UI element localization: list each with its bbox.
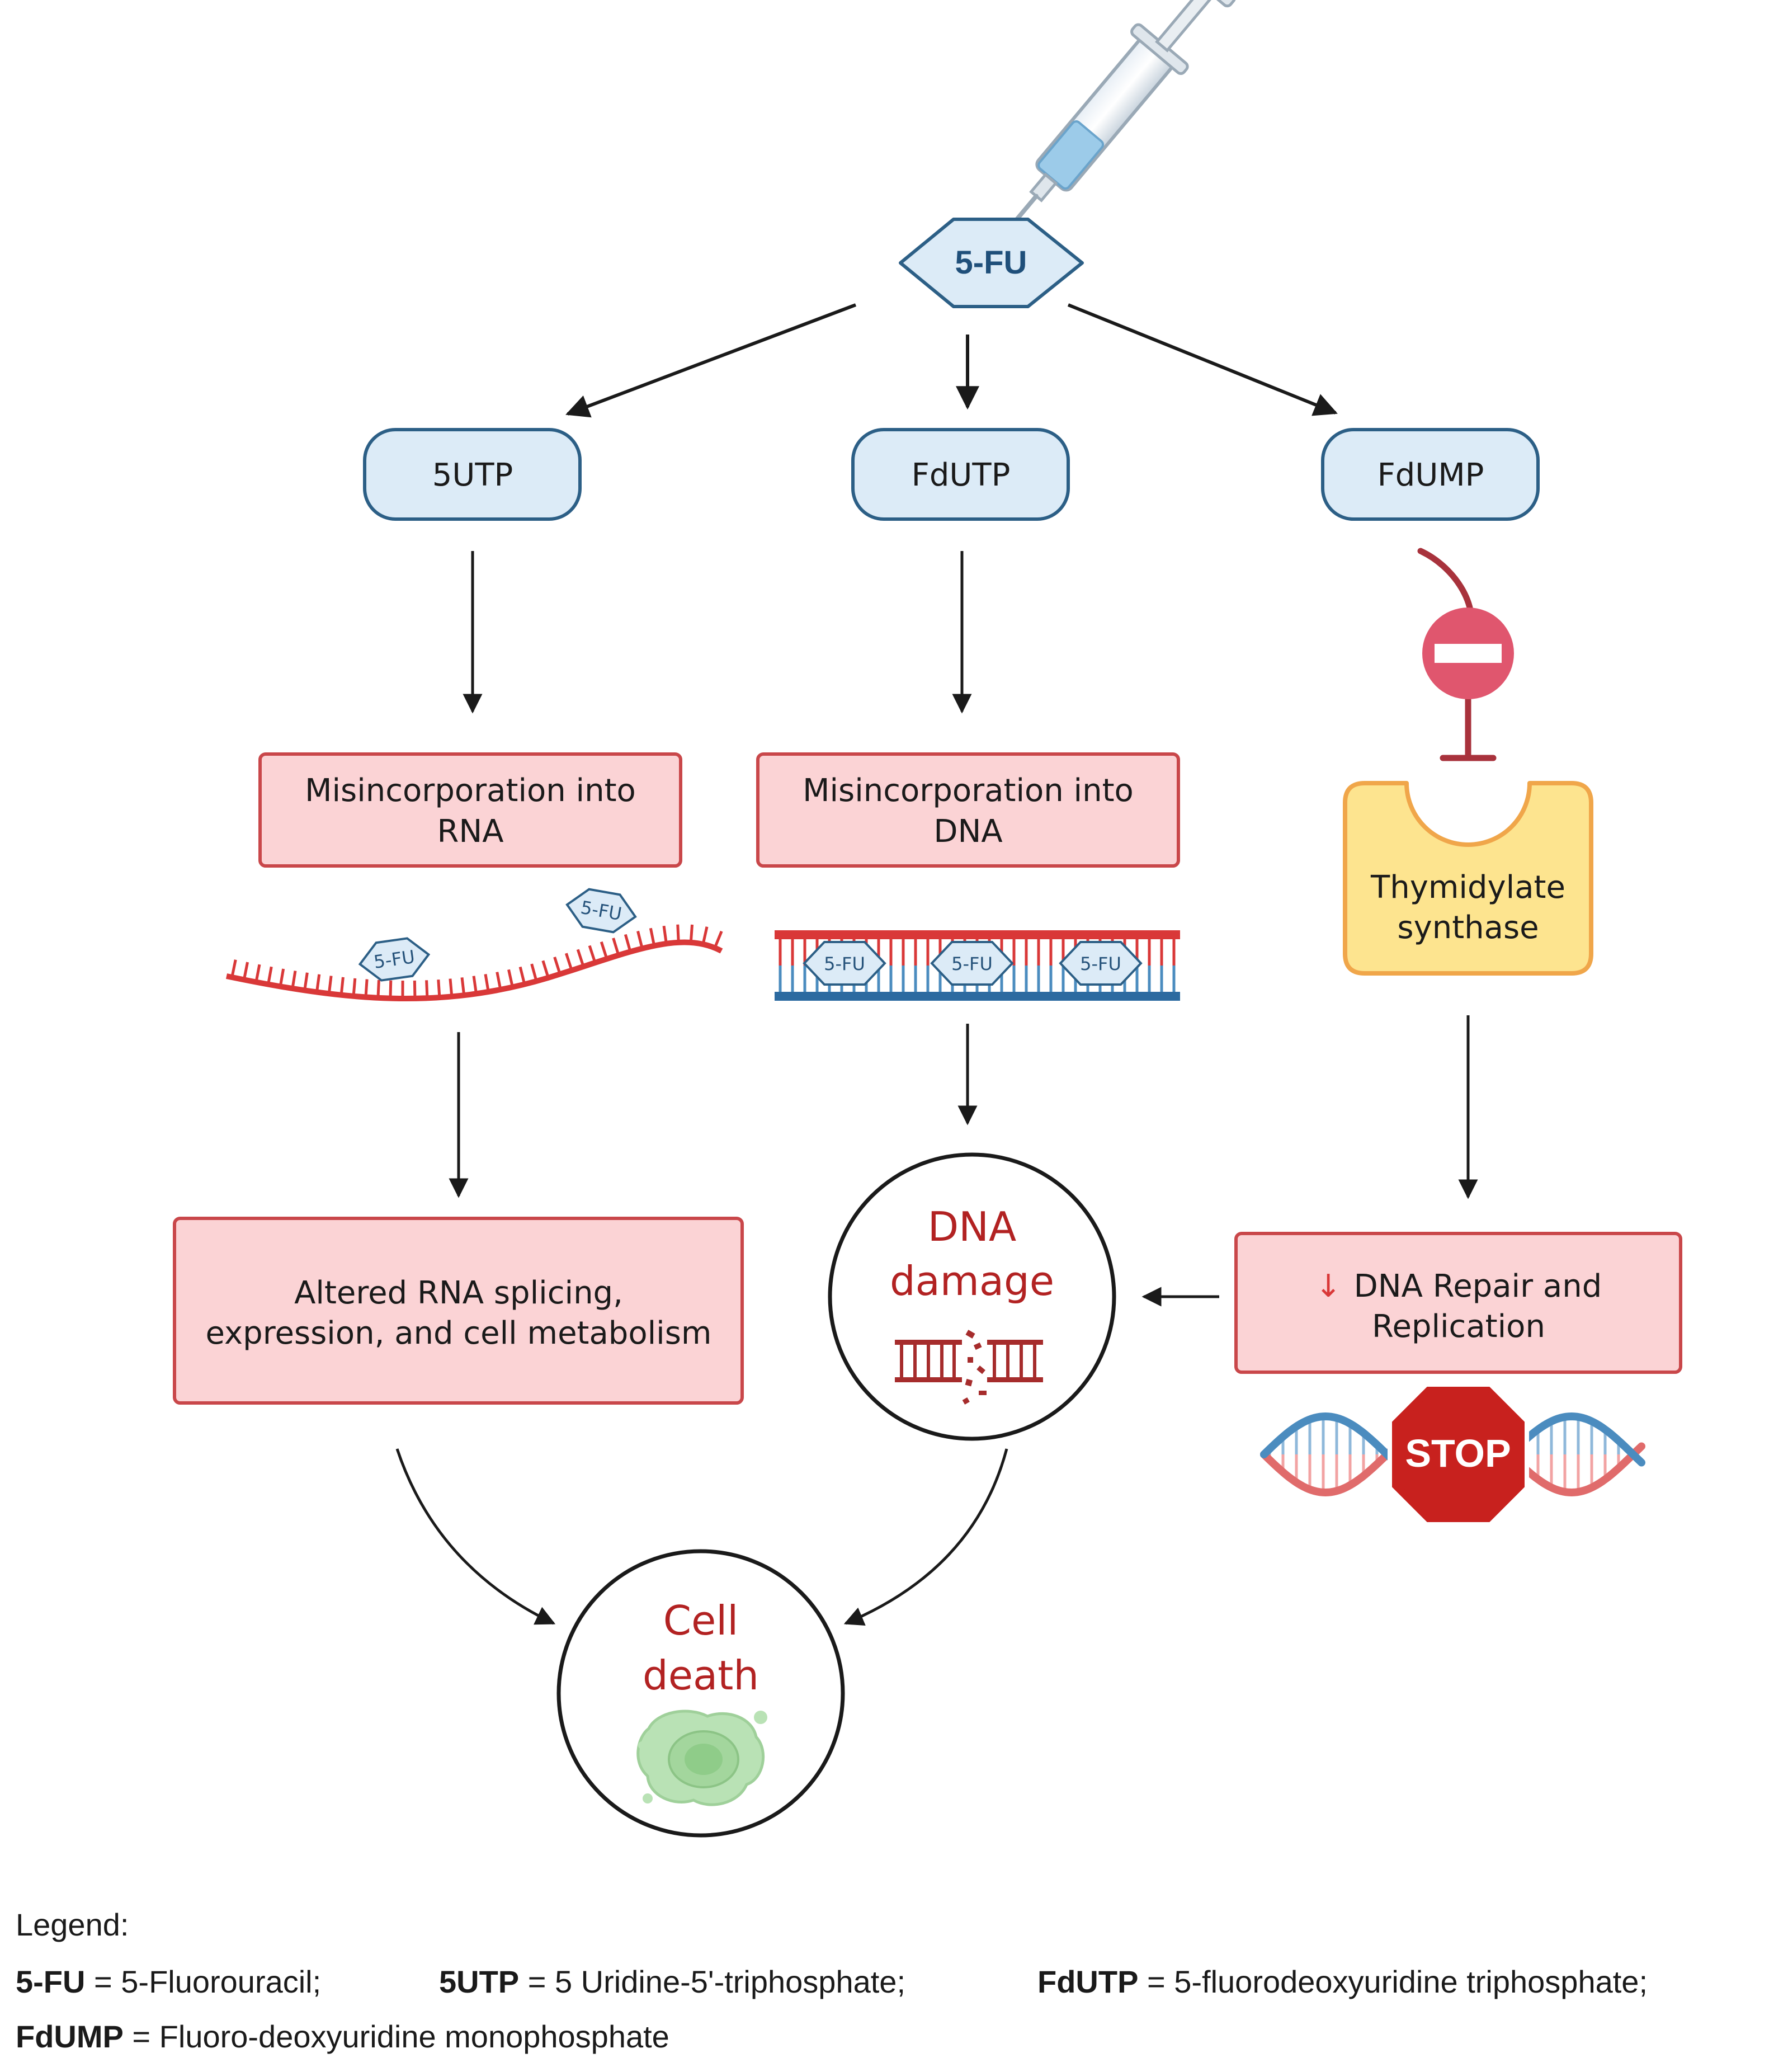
rna-misinc-line2: RNA [437,813,503,850]
stop-label: STOP [1405,1431,1511,1475]
drug-node-5fu: 5-FU [899,218,1084,308]
inhibition-symbol [1417,548,1514,761]
legend-def: = Fluoro-deoxyuridine monophosphate [124,2019,669,2054]
box-rna-misincorporation: Misincorporation into RNA [258,752,682,868]
repair-line2: Replication [1372,1308,1545,1345]
dna-5fu-label-c: 5-FU [1080,953,1121,974]
metabolite-fdump: FdUMP [1321,428,1540,521]
legend-abbr: 5UTP [439,1964,519,1999]
repair-line1-text: DNA Repair and [1354,1268,1602,1305]
dna-misinc-line2: DNA [933,813,1002,850]
enzyme-thymidylate-synthase: Thymidylate synthase [1343,781,1593,976]
broken-dna-icon [895,1330,1043,1405]
dna-5fu-molecule: 5-FU [803,941,886,986]
dna-damage-line1: DNA [928,1203,1017,1250]
drug-label: 5-FU [955,244,1027,281]
legend-abbr: 5-FU [16,1964,85,1999]
legend: Legend: 5-FU = 5-Fluorouracil; 5UTP = 5 … [16,1907,1648,2054]
legend-abbr: FdUMP [16,2019,124,2054]
metabolite-fdutp: FdUTP [851,428,1070,521]
arrows-to-cell-death [395,1448,1008,1626]
legend-entry-fdutp: FdUTP = 5-fluorodeoxyuridine triphosphat… [1037,1964,1648,1999]
rna-5fu-molecule: 5-FU [565,888,637,934]
legend-title: Legend: [16,1907,129,1942]
legend-def: = 5 Uridine-5'-triphosphate; [519,1964,905,1999]
syringe-icon [1012,0,1237,224]
arrows-second-tier [449,1015,1478,1307]
rna-misinc-line1: Misincorporation into [305,773,636,809]
dna-misinc-line1: Misincorporation into [803,773,1134,809]
legend-entry-5utp: 5UTP = 5 Uridine-5'-triphosphate; [439,1964,905,1999]
legend-def: = 5-fluorodeoxyuridine triphosphate; [1138,1964,1648,1999]
enzyme-line1: Thymidylate [1370,869,1565,906]
dna-5fu-molecule: 5-FU [1059,941,1143,986]
repair-down-arrow: ↓ [1315,1268,1342,1305]
arrows-to-misincorporation [463,551,972,714]
enzyme-line2: synthase [1397,910,1539,946]
box-rna-effects: Altered RNA splicing, expression, and ce… [173,1217,744,1405]
rna-effects-line1: Altered RNA splicing, [294,1275,623,1311]
stop-sign-icon: STOP [1388,1382,1529,1527]
dna-5fu-label-b: 5-FU [951,953,993,974]
metabolite-5utp-label: 5UTP [432,457,513,493]
legend-entry-5fu: 5-FU = 5-Fluorouracil; [16,1964,321,1999]
rna-strand-icon: 5-FU 5-FU [225,888,723,1002]
rna-effects-line2: expression, and cell metabolism [206,1315,712,1351]
cell-death-line1: Cell [663,1597,739,1644]
cell-death-line2: death [643,1652,759,1699]
node-cell-death: Cell death [556,1549,845,1838]
metabolite-fdutp-label: FdUTP [912,457,1011,493]
metabolite-5utp: 5UTP [363,428,582,521]
dna-damage-line2: damage [890,1258,1054,1305]
metabolite-fdump-label: FdUMP [1377,457,1484,493]
dna-5fu-molecule: 5-FU [930,941,1014,986]
box-dna-misincorporation: Misincorporation into DNA [756,752,1180,868]
dying-cell-icon [636,1710,767,1806]
legend-def: = 5-Fluorouracil; [85,1964,321,1999]
legend-entry-fdump: FdUMP = Fluoro-deoxyuridine monophosphat… [16,2019,669,2054]
box-dna-repair: ↓ DNA Repair and Replication [1234,1232,1682,1374]
repair-line1: ↓ DNA Repair and [1315,1268,1602,1305]
rna-5fu-molecule: 5-FU [358,937,431,982]
arrows-from-drug [565,303,1338,418]
node-dna-damage: DNA damage [828,1152,1116,1441]
dna-5fu-label-a: 5-FU [824,953,865,974]
legend-abbr: FdUTP [1037,1964,1138,1999]
dna-ladder-icon: 5-FU 5-FU 5-FU [775,930,1180,1001]
dna-helix-stop-icon: STOP [1260,1382,1645,1527]
